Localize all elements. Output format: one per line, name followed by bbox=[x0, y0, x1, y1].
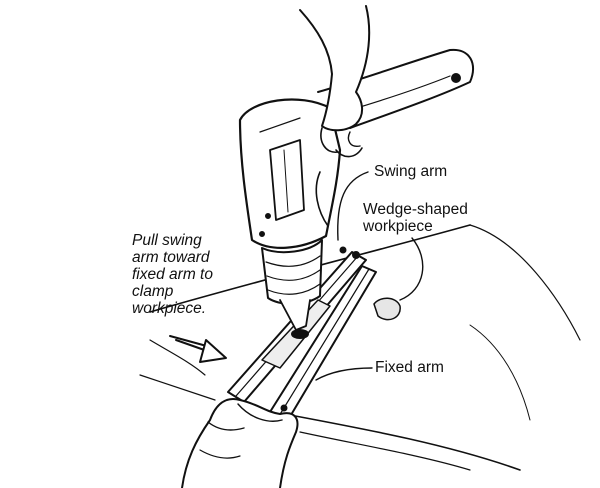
pull-instruction-label: Pull swing arm toward fixed arm to clamp… bbox=[132, 232, 213, 317]
lower-hand-icon bbox=[181, 398, 299, 488]
fixed-arm-leader-line bbox=[315, 367, 373, 381]
arrow-icon bbox=[169, 335, 227, 363]
wedge-leader-line bbox=[399, 237, 424, 301]
hand-icon bbox=[299, 5, 371, 227]
wedge-workpiece-label: Wedge-shaped workpiece bbox=[363, 201, 468, 235]
swing-arm-label: Swing arm bbox=[374, 163, 448, 180]
fixed-arm-label: Fixed arm bbox=[375, 359, 444, 376]
wedge-sample-icon bbox=[373, 297, 401, 321]
swing-arm-leader-line bbox=[337, 171, 369, 241]
